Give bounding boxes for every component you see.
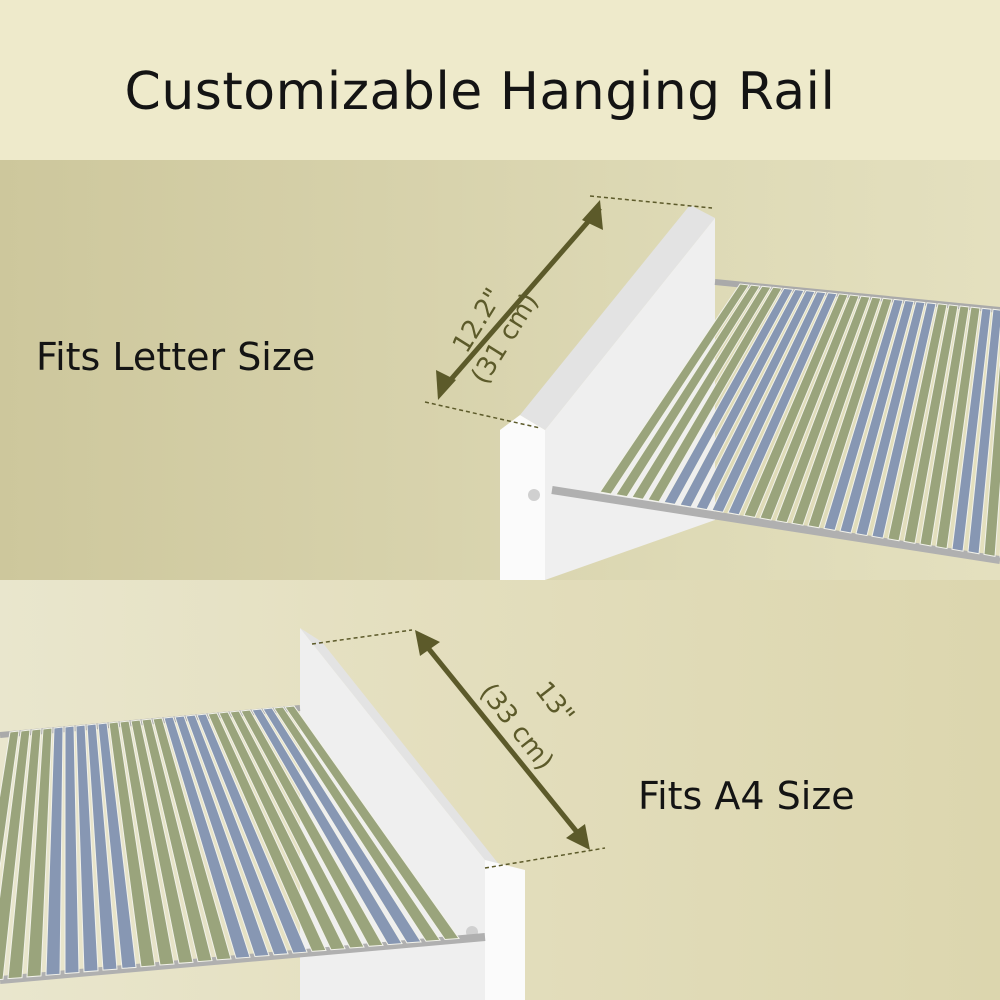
hanging-folder [218, 711, 346, 951]
arrow-head-up [415, 630, 440, 656]
hanging-folder [45, 726, 64, 976]
hanging-folder [75, 724, 99, 973]
hanging-folder [727, 292, 838, 516]
hanging-folder [903, 304, 959, 544]
hanging-folder [695, 290, 816, 511]
a4-cabinet-illustration: 13" (33 cm) [0, 628, 606, 1000]
hanging-folder [163, 716, 251, 959]
hanging-folder [108, 721, 156, 968]
cabinet-side-top-edge [300, 628, 505, 872]
letter-cabinet-illustration: 12.2" (31 cm) [424, 195, 1000, 580]
hanging-folder [130, 719, 194, 964]
cabinet-side-panel [545, 218, 715, 580]
hanging-folders-letter [599, 283, 1000, 558]
header-band: Customizable Hanging Rail [0, 0, 1000, 160]
hanging-folder [871, 302, 937, 539]
hanging-folder [839, 299, 915, 534]
arrow-head-down [436, 370, 456, 400]
hanging-folder [759, 294, 860, 521]
arrow-head-up [582, 200, 603, 230]
hanging-folder [679, 288, 805, 508]
dim-guide-top [589, 195, 713, 209]
cabinet-front-edge [500, 415, 545, 580]
hanging-folder [229, 710, 365, 949]
hanging-folder [207, 712, 327, 952]
hanging-folder [0, 730, 20, 871]
hanging-folder [855, 301, 926, 537]
dim-guide-bottom [484, 847, 606, 869]
hanging-folder [26, 727, 53, 978]
hanging-folder [711, 291, 827, 513]
cabinet-side-top-edge [520, 205, 715, 430]
hanging-folder [951, 307, 992, 552]
hanging-folder [141, 718, 213, 963]
dimension-arrow-a4 [418, 636, 587, 844]
hanging-folder [791, 296, 882, 526]
dim-guide-bottom [424, 401, 541, 429]
hanging-folder [599, 283, 750, 495]
hanging-folder [240, 709, 384, 947]
arrow-head-down [566, 824, 590, 850]
hanging-folder [647, 286, 783, 503]
hanging-folder [967, 308, 1000, 555]
cabinet-front-edge [485, 860, 525, 1000]
a4-size-panel: 13" (33 cm) Fits A4 Size [0, 580, 1000, 1000]
a4-caption: Fits A4 Size [638, 774, 855, 818]
letter-size-panel: 12.2" (31 cm) Fits Letter Size [0, 160, 1000, 580]
hanging-folder [0, 729, 31, 981]
cabinet-side-panel [300, 628, 485, 1000]
hanging-folder [919, 305, 970, 547]
hanging-folder [807, 297, 893, 529]
hanging-folder [251, 708, 403, 946]
hanging-folder [196, 713, 308, 954]
letter-caption: Fits Letter Size [36, 335, 316, 379]
hanging-folder [983, 353, 1000, 557]
hanging-folder [86, 723, 118, 971]
hanging-folder [152, 717, 232, 961]
hanging-folder [174, 715, 270, 958]
hanging-folders-a4 [0, 705, 460, 981]
front-rail [551, 486, 1000, 564]
hanging-folder [615, 284, 761, 498]
dim-guide-top [311, 629, 413, 645]
hanging-folder [631, 285, 772, 500]
rail-mount-hole [528, 489, 540, 501]
hanging-folder [7, 728, 42, 980]
hanging-folder [273, 706, 441, 942]
hanging-folder [262, 707, 422, 944]
page-title: Customizable Hanging Rail [124, 62, 836, 122]
hanging-folder [775, 295, 871, 524]
front-rail [0, 933, 486, 984]
hanging-folder [97, 722, 137, 969]
a4-dimension-in: 13" [529, 676, 580, 730]
hanging-folder [185, 714, 289, 956]
hanging-folder [663, 287, 794, 505]
hanging-folder [887, 303, 948, 542]
hanging-folder [64, 725, 80, 975]
hanging-folder [823, 298, 904, 531]
hanging-folder [284, 705, 460, 941]
hanging-folder [743, 293, 849, 518]
dimension-arrow-letter [438, 206, 602, 394]
hanging-folder [935, 306, 981, 550]
hanging-folder [119, 720, 175, 966]
